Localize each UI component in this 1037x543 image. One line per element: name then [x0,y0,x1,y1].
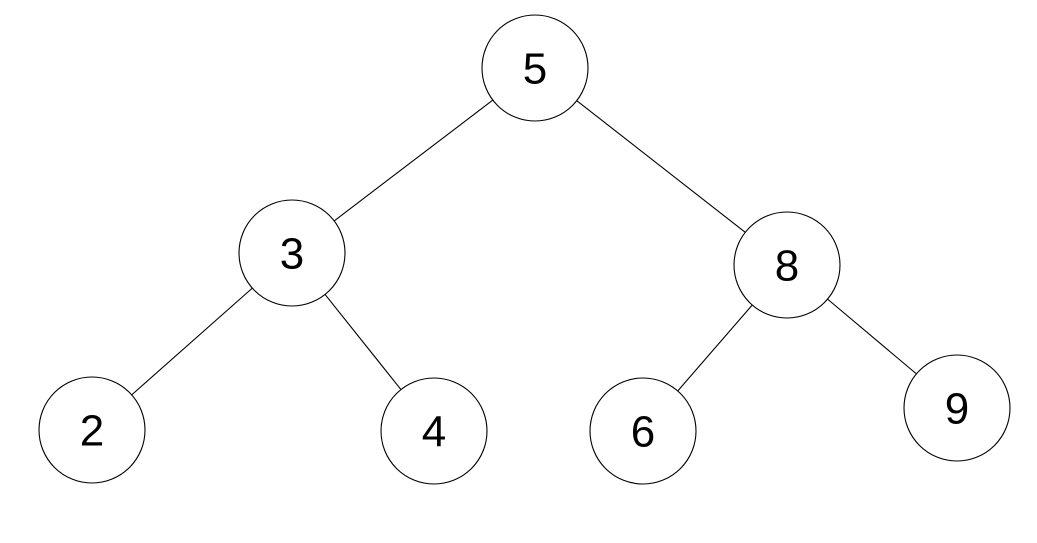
node-label-6: 6 [631,408,655,457]
tree-edge-5-8 [576,100,746,233]
tree-node-3[interactable]: 3 [238,199,346,307]
node-label-4: 4 [422,408,446,457]
node-label-3: 3 [280,230,304,279]
tree-edge-5-3 [333,99,494,222]
node-circle-5[interactable] [481,14,589,122]
edge-layer [131,99,917,396]
tree-edge-8-6 [677,304,753,392]
tree-edge-8-9 [827,298,917,375]
node-label-2: 2 [80,407,104,456]
node-circle-2[interactable] [38,376,146,484]
node-label-8: 8 [775,242,799,291]
tree-node-9[interactable]: 9 [903,354,1011,462]
tree-node-2[interactable]: 2 [38,376,146,484]
node-label-9: 9 [945,385,969,434]
tree-node-4[interactable]: 4 [380,377,488,485]
tree-node-8[interactable]: 8 [733,211,841,319]
node-circle-9[interactable] [903,354,1011,462]
node-label-5: 5 [523,45,547,94]
node-layer: 5 3 8 2 4 6 9 [38,14,1011,485]
node-circle-3[interactable] [238,199,346,307]
node-circle-8[interactable] [733,211,841,319]
node-circle-4[interactable] [380,377,488,485]
tree-edge-3-4 [324,294,402,390]
tree-node-5[interactable]: 5 [481,14,589,122]
tree-edge-3-2 [131,287,253,396]
node-circle-6[interactable] [589,377,697,485]
tree-node-6[interactable]: 6 [589,377,697,485]
